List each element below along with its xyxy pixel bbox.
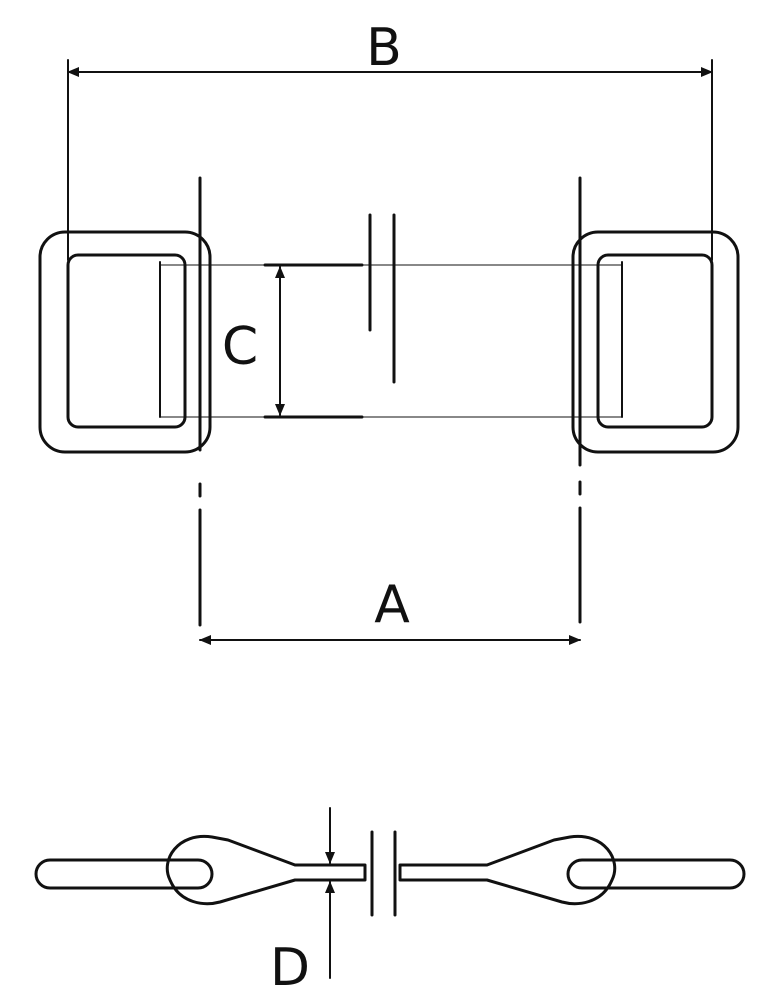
side-view (34, 830, 746, 917)
dim-b-label: B (366, 18, 402, 78)
dim-c-label: C (222, 317, 258, 377)
dim-a-label: A (374, 575, 410, 635)
dim-d-label: D (270, 938, 310, 998)
strap-body (159, 264, 623, 418)
